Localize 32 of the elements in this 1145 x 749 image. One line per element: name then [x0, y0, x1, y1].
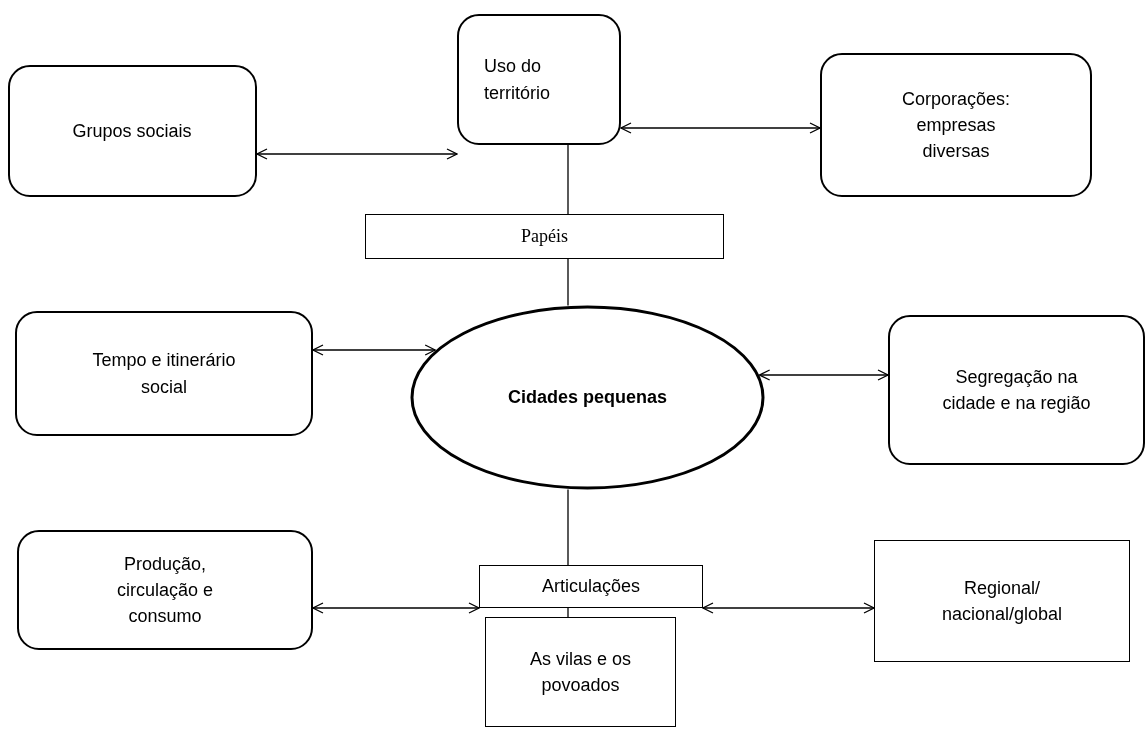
rounded-box — [457, 14, 621, 145]
node-label: Papéis — [521, 225, 568, 249]
double-arrow — [702, 602, 875, 614]
rect-box — [365, 214, 724, 259]
double-arrow — [312, 344, 436, 356]
node-label: Segregação na cidade e na região — [941, 365, 1092, 415]
connector-line — [567, 607, 569, 618]
rounded-box — [17, 530, 313, 650]
node-label: Regional/ nacional/global — [940, 576, 1064, 626]
connector-line — [567, 258, 569, 307]
double-arrow — [312, 602, 480, 614]
double-arrow — [256, 148, 458, 160]
node-label: Corporações: empresas diversas — [900, 87, 1012, 164]
node-label: Cidades pequenas — [507, 386, 667, 410]
rect-box — [479, 565, 703, 608]
rect-box — [485, 617, 676, 727]
rect-box — [874, 540, 1130, 662]
double-arrow — [759, 369, 889, 381]
node-label: Produção, circulação e consumo — [115, 552, 214, 629]
node-label: Uso do território — [484, 55, 551, 105]
double-arrow — [620, 122, 821, 134]
connector-line — [567, 144, 569, 215]
connector-line — [567, 488, 569, 566]
rounded-box — [15, 311, 313, 436]
node-label: As vilas e os povoados — [528, 647, 632, 697]
node-label: Articulações — [541, 575, 640, 599]
rounded-box — [820, 53, 1092, 197]
rounded-box — [888, 315, 1145, 465]
node-label: Grupos sociais — [72, 119, 193, 143]
ellipse-node — [410, 305, 765, 490]
rounded-box — [8, 65, 257, 197]
node-label: Tempo e itinerário social — [91, 349, 237, 399]
